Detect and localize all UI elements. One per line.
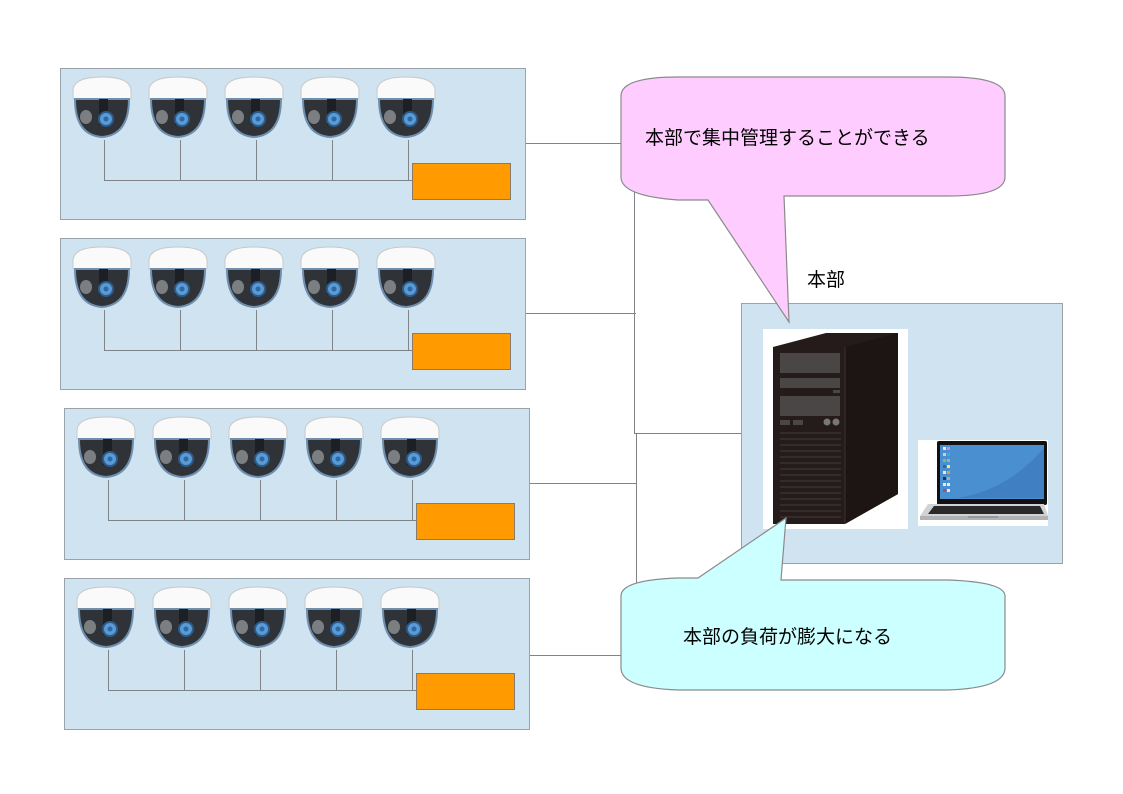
dome-camera-icon (145, 73, 211, 143)
camera-cable (336, 650, 337, 690)
link-hq (634, 433, 742, 434)
camera-cable (180, 310, 181, 350)
camera-cable (332, 310, 333, 350)
camera-cable (336, 480, 337, 520)
dome-camera-icon (225, 583, 291, 653)
dome-camera-icon (69, 243, 135, 313)
camera-bus (104, 180, 428, 181)
camera-cable (332, 140, 333, 180)
callout-pros-shape (620, 76, 1006, 325)
dome-camera-icon (301, 583, 367, 653)
camera-bus (108, 690, 432, 691)
camera-cable (260, 650, 261, 690)
link-site-4 (530, 655, 626, 656)
camera-cable (256, 140, 257, 180)
server-tower-icon (763, 329, 908, 529)
callout-cons-text: 本部の負荷が膨大になる (683, 626, 893, 648)
dome-camera-icon (297, 243, 363, 313)
dome-camera-icon (297, 73, 363, 143)
camera-bus (104, 350, 428, 351)
dome-camera-icon (221, 243, 287, 313)
camera-cable (180, 140, 181, 180)
callout-cons-shape (620, 516, 1006, 691)
dome-camera-icon (73, 413, 139, 483)
trunk-lower (636, 433, 637, 583)
camera-cable (108, 650, 109, 690)
camera-bus (108, 520, 432, 521)
camera-cable (412, 650, 413, 690)
camera-cable (412, 480, 413, 520)
link-site-1 (526, 143, 636, 144)
dome-camera-icon (149, 413, 215, 483)
camera-cable (408, 140, 409, 180)
dome-camera-icon (69, 73, 135, 143)
camera-cable (104, 140, 105, 180)
trunk-upper (634, 143, 635, 433)
dome-camera-icon (73, 583, 139, 653)
dome-camera-icon (373, 243, 439, 313)
camera-cable (104, 310, 105, 350)
camera-cable (260, 480, 261, 520)
camera-cable (256, 310, 257, 350)
dome-camera-icon (221, 73, 287, 143)
dome-camera-icon (145, 243, 211, 313)
camera-cable (108, 480, 109, 520)
dome-camera-icon (149, 583, 215, 653)
link-site-2 (526, 313, 636, 314)
camera-cable (184, 650, 185, 690)
recorder-box (412, 333, 511, 370)
dome-camera-icon (377, 413, 443, 483)
recorder-box (412, 163, 511, 200)
recorder-box (416, 503, 515, 540)
dome-camera-icon (373, 73, 439, 143)
dome-camera-icon (225, 413, 291, 483)
link-site-3 (530, 483, 636, 484)
callout-pros-text: 本部で集中管理することができる (645, 127, 930, 149)
camera-cable (408, 310, 409, 350)
recorder-box (416, 673, 515, 710)
dome-camera-icon (301, 413, 367, 483)
hq-label: 本部 (807, 269, 846, 291)
camera-cable (184, 480, 185, 520)
laptop-icon (918, 440, 1048, 526)
dome-camera-icon (377, 583, 443, 653)
